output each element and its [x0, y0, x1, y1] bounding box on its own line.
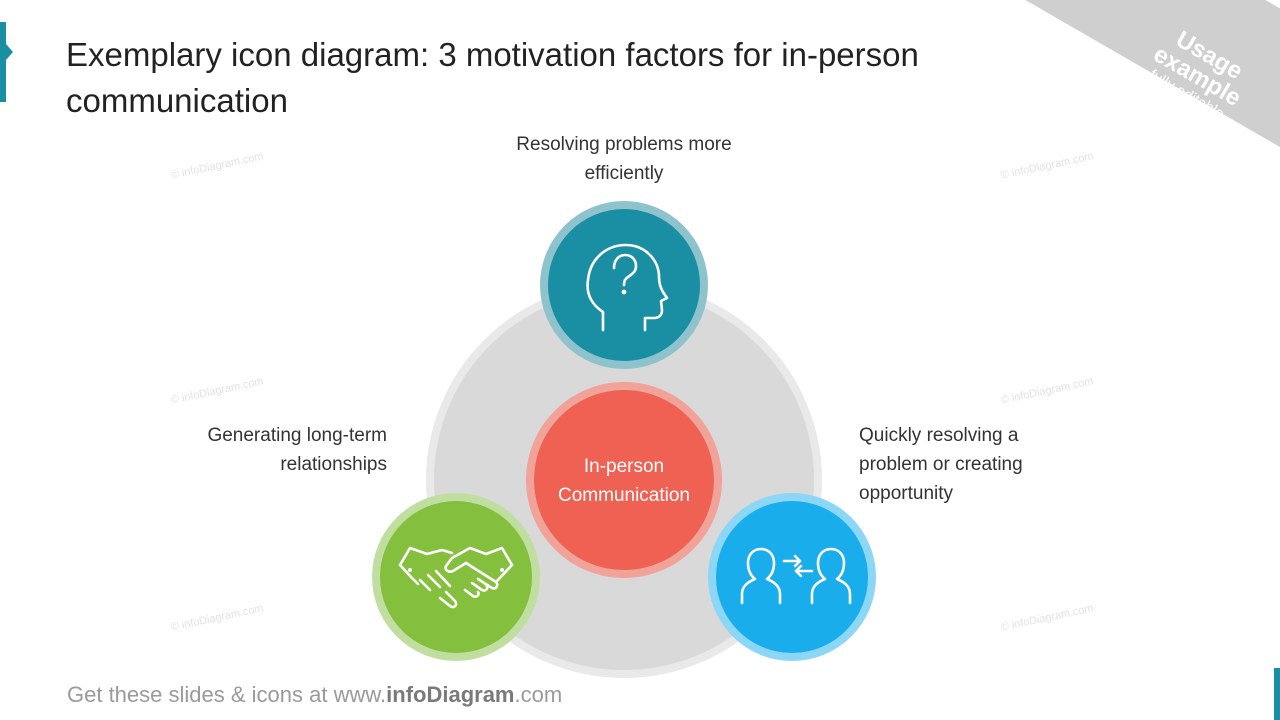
accent-bar — [0, 22, 6, 102]
factor-label-relationships: Generating long-term relationships — [207, 425, 387, 475]
footer-brand: infoDiagram — [386, 682, 515, 707]
factor-node-problems — [540, 201, 708, 369]
footer-suffix: .com — [514, 682, 563, 707]
slide-title: Exemplary icon diagram: 3 motivation fac… — [66, 36, 919, 119]
factor-label-problems: Resolving problems more efficiently — [516, 134, 732, 184]
factor-node-opportunity — [708, 493, 876, 661]
people-exchange-icon — [740, 547, 852, 605]
center-circle — [534, 390, 714, 570]
head-question-icon — [586, 243, 669, 332]
handshake-icon — [398, 546, 514, 609]
center-label: In-person Communication — [558, 456, 690, 506]
corner-accent — [1274, 668, 1280, 720]
footer-credit: Get these slides & icons at www.infoDiag… — [67, 682, 562, 708]
factor-node-relationships — [372, 493, 540, 661]
accent-notch — [6, 44, 13, 60]
factor-label-opportunity: Quickly resolving a problem or creating … — [859, 425, 1023, 504]
footer-prefix: Get these slides & icons at www. — [67, 682, 387, 707]
